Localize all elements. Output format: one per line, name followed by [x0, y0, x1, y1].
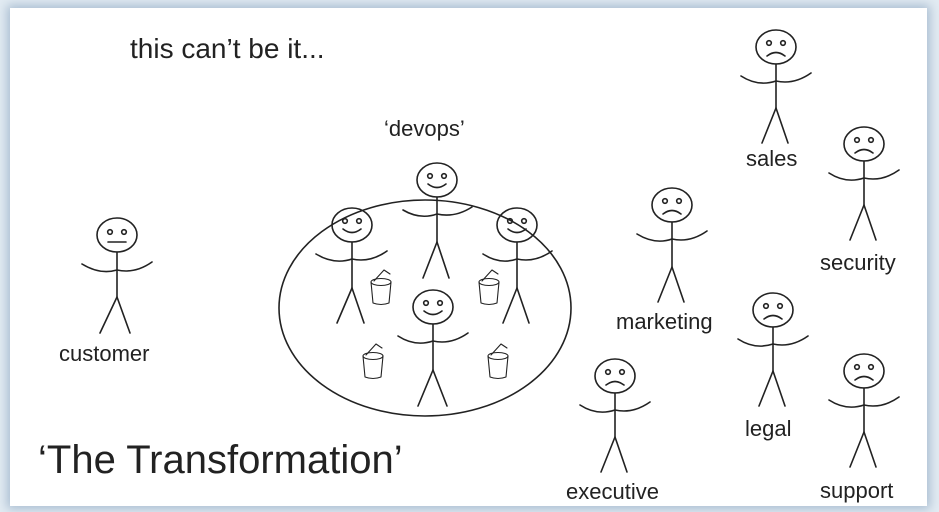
security-figure: [828, 126, 900, 241]
support-figure: [828, 353, 900, 468]
devops-figure-left: [315, 207, 388, 324]
slide-heading: this can’t be it...: [130, 33, 325, 64]
sales-label: sales: [746, 146, 798, 171]
bucket-icon: [478, 269, 500, 306]
support-label: support: [820, 478, 894, 503]
devops-circle: [278, 199, 572, 417]
marketing-figure: [636, 187, 708, 303]
bucket-icon: [362, 343, 384, 380]
devops-figure-top: [402, 162, 473, 279]
sales-figure: [740, 29, 812, 144]
executive-figure: [579, 358, 651, 473]
customer-label: customer: [59, 341, 150, 366]
legal-label: legal: [745, 416, 792, 441]
devops-figure-right: [482, 207, 553, 324]
customer-figure: [81, 217, 153, 334]
devops-group-label: ‘devops’: [384, 116, 465, 141]
security-label: security: [820, 250, 896, 275]
executive-label: executive: [566, 479, 659, 504]
bucket-icon: [370, 269, 392, 306]
marketing-label: marketing: [616, 309, 713, 334]
bucket-icon: [487, 343, 509, 380]
devops-figure-bottom: [397, 289, 469, 407]
legal-figure: [737, 292, 809, 407]
slide: [10, 8, 927, 506]
slide-title: ‘The Transformation’: [38, 438, 403, 482]
